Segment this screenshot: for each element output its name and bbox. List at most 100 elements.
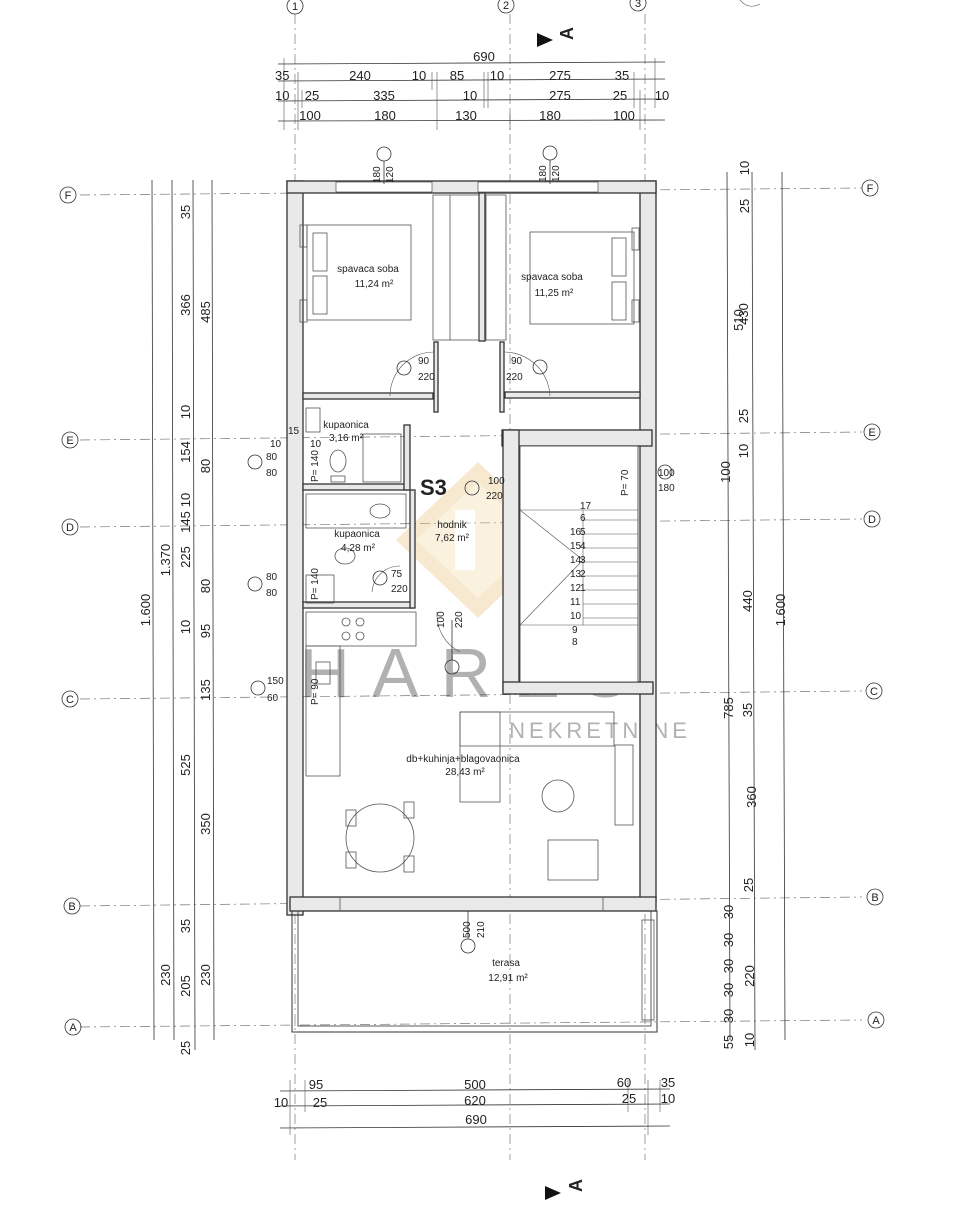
bed-left: [299, 224, 412, 323]
svg-text:230: 230: [158, 964, 173, 986]
axis-marker-1: 1: [286, 0, 304, 15]
svg-text:2: 2: [580, 569, 586, 580]
opening-door-bath-2: 75 220: [372, 569, 408, 595]
parapet-stair: P= 70: [620, 469, 631, 496]
svg-text:kupaonica: kupaonica: [334, 529, 380, 540]
svg-text:F: F: [65, 190, 72, 202]
svg-text:35: 35: [178, 205, 193, 219]
svg-text:12: 12: [570, 583, 582, 594]
svg-text:A: A: [566, 1179, 586, 1192]
svg-text:10: 10: [275, 88, 289, 103]
svg-text:spavaca soba: spavaca soba: [521, 272, 583, 283]
svg-text:145: 145: [178, 511, 193, 533]
svg-text:100: 100: [718, 461, 733, 483]
svg-text:80: 80: [266, 572, 278, 583]
svg-text:4,28 m²: 4,28 m²: [341, 543, 376, 554]
room-bathroom-2: kupaonica 4,28 m²: [334, 529, 380, 554]
svg-text:335: 335: [373, 88, 395, 103]
svg-text:1.600: 1.600: [773, 594, 788, 627]
section-mark-bottom: A: [545, 1179, 586, 1200]
room-bathroom-1: kupaonica 3,16 m²: [323, 420, 369, 444]
svg-text:510: 510: [731, 309, 746, 331]
sofa: [459, 711, 634, 881]
svg-text:15: 15: [570, 541, 582, 552]
axis-marker-F-right: F: [861, 179, 879, 197]
svg-text:10: 10: [742, 1033, 757, 1047]
svg-text:B: B: [68, 901, 75, 913]
svg-text:135: 135: [198, 679, 213, 701]
svg-text:90: 90: [511, 356, 523, 367]
svg-text:350: 350: [198, 813, 213, 835]
svg-text:30: 30: [721, 983, 736, 997]
svg-text:A: A: [69, 1022, 77, 1034]
room-bedroom-1: spavaca soba 11,24 m²: [337, 264, 399, 290]
svg-text:80: 80: [266, 588, 278, 599]
svg-text:7,62 m²: 7,62 m²: [435, 533, 470, 544]
svg-text:80: 80: [266, 468, 278, 479]
right-dimensions: 1.600 510 100 440 785 360 10 25 430 25 1…: [718, 161, 788, 1051]
svg-text:terasa: terasa: [492, 958, 520, 969]
svg-text:11,24 m²: 11,24 m²: [355, 279, 394, 290]
svg-text:10: 10: [737, 161, 752, 175]
section-mark-top: A: [537, 27, 577, 47]
svg-text:180: 180: [539, 108, 561, 123]
svg-text:30: 30: [721, 1009, 736, 1023]
svg-text:NEKRETNINE: NEKRETNINE: [509, 718, 691, 743]
svg-text:220: 220: [454, 611, 465, 628]
svg-text:13: 13: [570, 569, 582, 580]
svg-text:S3: S3: [420, 475, 447, 500]
dining-table: [345, 801, 415, 873]
svg-text:366: 366: [178, 294, 193, 316]
svg-text:4: 4: [580, 541, 586, 552]
svg-text:30: 30: [721, 905, 736, 919]
wardrobe-left: [432, 194, 480, 341]
axis-marker-C-right: C: [865, 682, 883, 700]
opening-window-stair: 100 180: [657, 464, 675, 494]
svg-text:55: 55: [721, 1035, 736, 1049]
svg-text:75: 75: [391, 569, 403, 580]
svg-text:485: 485: [198, 301, 213, 323]
svg-text:10: 10: [655, 88, 669, 103]
opening-door-bedroom-1: 90 220: [396, 356, 435, 383]
svg-text:5: 5: [580, 527, 586, 538]
svg-text:10: 10: [661, 1091, 675, 1106]
svg-text:60: 60: [267, 693, 279, 704]
opening-window-bedroom-2: 180 120: [538, 145, 562, 184]
svg-text:620: 620: [464, 1093, 486, 1108]
svg-text:80: 80: [198, 579, 213, 593]
svg-text:E: E: [868, 427, 875, 439]
svg-text:440: 440: [740, 590, 755, 612]
terrace-railing: [339, 897, 655, 1021]
svg-text:D: D: [66, 522, 74, 534]
unit-label: S3: [420, 475, 447, 500]
svg-text:60: 60: [617, 1075, 631, 1090]
bath-1-fixtures: [305, 407, 402, 483]
svg-text:220: 220: [742, 965, 757, 987]
svg-text:16: 16: [570, 527, 582, 538]
svg-text:100: 100: [658, 468, 675, 479]
svg-text:9: 9: [572, 625, 578, 636]
svg-text:85: 85: [450, 68, 464, 83]
svg-text:1.600: 1.600: [138, 594, 153, 627]
axis-marker-B-left: B: [63, 897, 81, 915]
svg-text:3: 3: [635, 0, 641, 10]
svg-text:hodnik: hodnik: [437, 520, 467, 531]
svg-text:180: 180: [538, 165, 549, 182]
room-terrace: terasa 12,91 m²: [488, 958, 528, 984]
svg-text:100: 100: [436, 611, 447, 628]
svg-text:kupaonica: kupaonica: [323, 420, 369, 431]
svg-text:1.370: 1.370: [158, 544, 173, 577]
svg-text:30: 30: [721, 959, 736, 973]
svg-text:35: 35: [740, 703, 755, 717]
svg-text:785: 785: [721, 697, 736, 719]
opening-window-bath-2: 80 80: [247, 572, 278, 599]
svg-text:210: 210: [476, 921, 487, 938]
svg-text:205: 205: [178, 975, 193, 997]
svg-text:275: 275: [549, 68, 571, 83]
svg-text:25: 25: [737, 199, 752, 213]
parapet-kitchen: P= 90: [310, 678, 321, 705]
room-hallway: hodnik 7,62 m²: [435, 520, 470, 544]
svg-text:35: 35: [178, 919, 193, 933]
svg-text:130: 130: [455, 108, 477, 123]
room-living-kitchen-dining: db+kuhinja+blagovaonica 28,43 m²: [406, 754, 520, 778]
